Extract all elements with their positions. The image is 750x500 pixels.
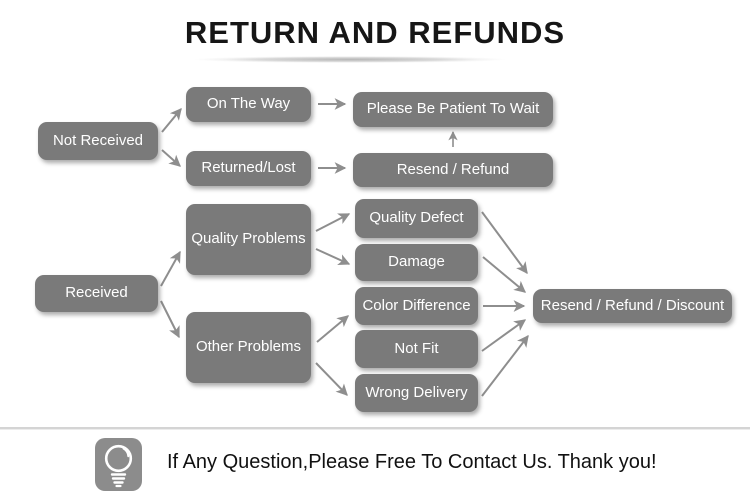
node-resend-refund-discount: Resend / Refund / Discount (533, 289, 732, 323)
arrow-other-problems-to-wrong-delivery (315, 362, 348, 396)
page-title: RETURN AND REFUNDS (184, 15, 566, 50)
footer-divider-line (0, 427, 750, 430)
node-resend-refund: Resend / Refund (353, 153, 553, 187)
title-underline-shadow (150, 55, 550, 64)
node-on-the-way: On The Way (186, 87, 311, 122)
arrow-quality-problems-to-damage (315, 248, 351, 266)
node-please-be-patient: Please Be Patient To Wait (353, 92, 553, 127)
arrow-not-received-to-on-the-way (161, 107, 182, 133)
arrow-wrong-delivery-to-discount (481, 334, 529, 397)
arrow-damage-to-discount (482, 256, 526, 293)
node-color-difference: Color Difference (355, 287, 478, 325)
arrow-other-problems-to-color-difference (316, 315, 349, 343)
arrow-received-to-quality-problems (160, 250, 181, 287)
arrow-quality-problems-to-quality-defect (315, 213, 351, 232)
arrow-received-to-other-problems (160, 300, 180, 339)
node-not-received: Not Received (38, 122, 158, 160)
node-other-problems: Other Problems (186, 312, 311, 383)
node-not-fit: Not Fit (355, 330, 478, 368)
arrow-not-received-to-returned-lost (161, 149, 181, 167)
arrow-quality-defect-to-discount (481, 211, 528, 275)
node-returned-lost: Returned/Lost (186, 151, 311, 186)
arrow-not-fit-to-discount (481, 319, 527, 352)
node-damage: Damage (355, 244, 478, 281)
node-wrong-delivery: Wrong Delivery (355, 374, 478, 412)
light-bulb-icon (95, 438, 142, 491)
contact-message: If Any Question,Please Free To Contact U… (167, 451, 657, 473)
node-received: Received (35, 275, 158, 312)
node-quality-problems: Quality Problems (186, 204, 311, 275)
node-quality-defect: Quality Defect (355, 199, 478, 238)
